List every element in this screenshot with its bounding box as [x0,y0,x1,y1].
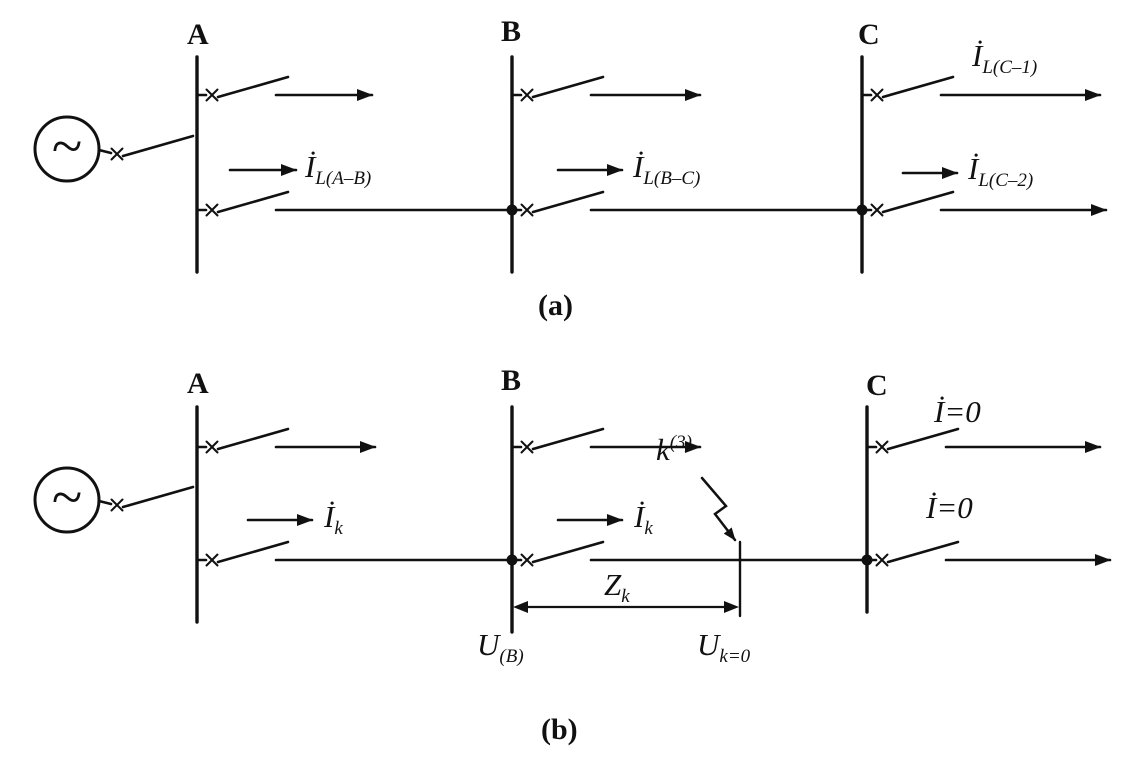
switch-icon [110,485,195,512]
label-current-line-bc: İL(B–C) [633,151,700,188]
switch-icon [205,75,290,102]
label-voltage-fault: Uk=0 [697,629,750,666]
voltage-symbol: U [697,627,720,662]
label-voltage-bus-b: U(B) [477,629,524,666]
current-symbol: İ [305,149,316,184]
label-current-line-ab: İL(A–B) [305,151,371,188]
bus-c-label: C [866,369,888,402]
switch-icon [520,427,605,454]
switch-icon [870,190,955,217]
sine-symbol: ~ [52,116,82,178]
fault-superscript: (3) [669,432,692,453]
label-zero-current-c2: İ=0 [926,490,973,525]
switch-icon [520,540,605,567]
switch-icon [520,75,605,102]
voltage-symbol: U [477,627,500,662]
impedance-subscript: k [621,586,630,607]
label-zero-current-c1: İ=0 [934,394,981,429]
voltage-subscript: (B) [499,646,524,667]
bus-b-label: B [501,15,522,48]
label-current-k2: İk [634,501,653,538]
junction-dot-b [506,204,518,216]
figure-a-art: ~ [33,55,1108,274]
switch-icon [110,134,195,161]
bus-a-label: A [187,367,209,400]
current-symbol: İ [634,499,645,534]
label-impedance-zk: Zk [604,569,630,606]
junction-dot-b [506,554,518,566]
switch-icon [205,190,290,217]
current-symbol: İ [968,151,979,186]
voltage-subscript: k=0 [719,646,751,667]
junction-dot-c [856,204,868,216]
fault-bolt-icon [700,476,737,542]
label-current-load-c1: İL(C–1) [972,40,1037,77]
fault-symbol: k [656,432,670,467]
current-subscript: k [644,518,653,539]
label-current-k1: İk [324,501,343,538]
switch-icon [875,540,960,567]
switch-icon [875,427,960,454]
current-subscript: L(A–B) [315,168,372,189]
switch-icon [205,427,290,454]
switch-icon [520,190,605,217]
figure-b-art: ~ [33,405,1112,634]
sine-symbol: ~ [52,467,82,529]
current-symbol: İ [324,499,335,534]
current-subscript: L(C–2) [978,170,1034,191]
ac-generator-icon: ~ [33,466,113,534]
current-subscript: L(C–1) [982,57,1038,78]
impedance-dimension-arrow [513,601,739,613]
bus-a-label: A [187,18,209,51]
bus-b-label: B [501,364,522,397]
figure-b-caption: (b) [541,713,578,746]
bus-c-label: C [858,18,880,51]
current-subscript: L(B–C) [643,168,701,189]
current-symbol: İ [633,149,644,184]
current-symbol: İ [972,38,983,73]
figure-a-caption: (a) [538,289,573,322]
switch-icon [870,75,955,102]
label-current-load-c2: İL(C–2) [968,153,1033,190]
current-subscript: k [334,518,343,539]
switch-icon [205,540,290,567]
label-fault-k3: k(3) [656,433,692,465]
ac-generator-icon: ~ [33,115,113,183]
impedance-symbol: Z [604,567,622,602]
